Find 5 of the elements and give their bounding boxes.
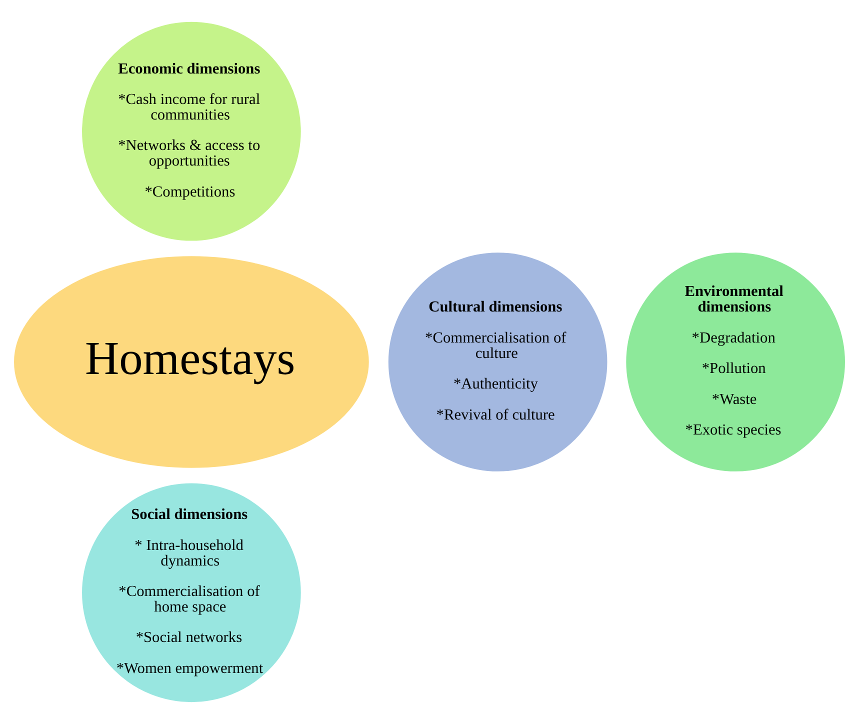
node-circle: Environmental dimensions *Degradation *Pollution *Waste *Exotic species: [624, 250, 848, 474]
node-ellipse: Homestays: [12, 254, 372, 470]
node-circle: Social dimensions * Intra-household dynamics *Commercialisation of home space *Social networks *Women empowerment: [80, 480, 304, 704]
node-circle: Cultural dimensions *Commercialisation of culture *Authenticity *Revival of culture: [386, 250, 610, 474]
node-circle: Economic dimensions *Cash income for rural communities *Networks & access to opportunities *Competitions: [80, 20, 304, 244]
